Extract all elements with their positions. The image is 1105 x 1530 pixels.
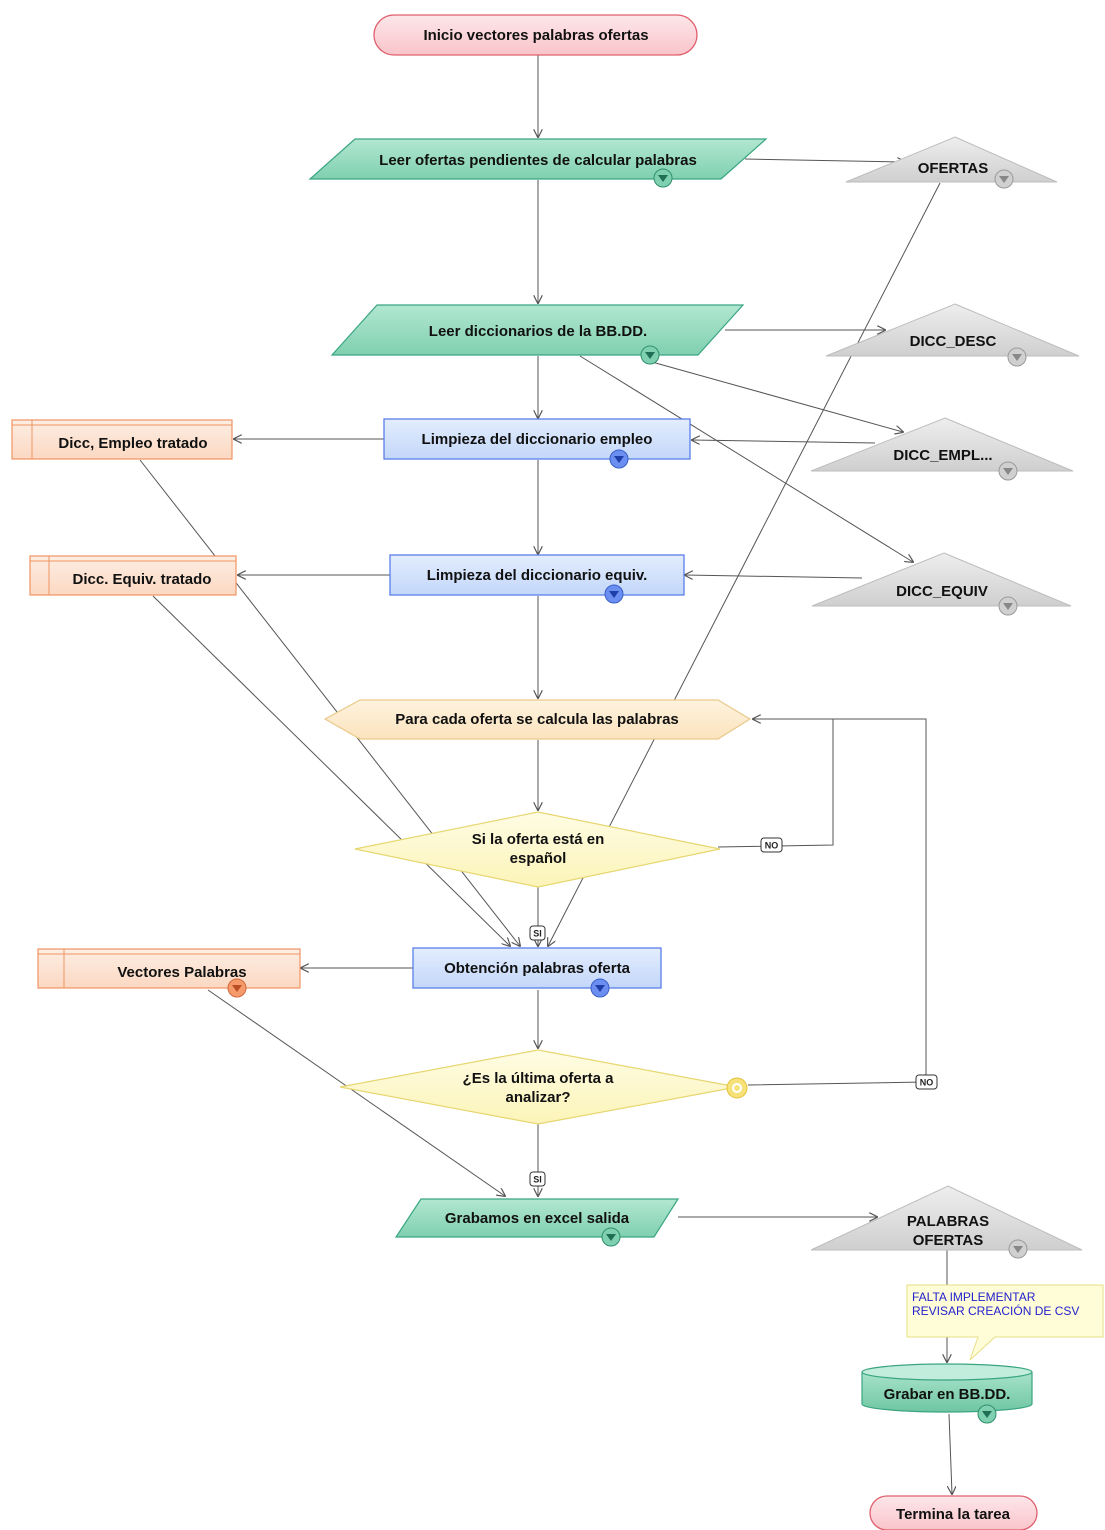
is-spanish-label-line2: español xyxy=(510,850,567,867)
expand-icon[interactable] xyxy=(604,584,624,604)
dicc-equiv-label: DICC_EQUIV xyxy=(896,583,988,600)
write-excel-output-io[interactable]: Grabamos en excel salida xyxy=(394,1198,680,1247)
is-spanish-label-line1: Si la oferta está en xyxy=(472,831,605,848)
edge-cond-ultima-no-to-loop xyxy=(747,718,927,1086)
dicc-equiv-data[interactable]: DICC_EQUIV xyxy=(811,552,1072,616)
start-terminal[interactable]: Inicio vectores palabras ofertas xyxy=(373,14,698,56)
save-to-database-label: Grabar en BB.DD. xyxy=(884,1386,1011,1403)
expand-icon[interactable] xyxy=(653,168,673,188)
for-each-offer-loop[interactable]: Para cada oferta se calcula las palabras xyxy=(323,699,752,740)
dicc-desc-label: DICC_DESC xyxy=(910,333,997,350)
pending-note: FALTA IMPLEMENTAR REVISAR CREACIÓN DE CS… xyxy=(906,1284,1104,1361)
edge-dicc-empl-to-limpieza-empleo xyxy=(692,440,876,443)
clean-employment-dict-process[interactable]: Limpieza del diccionario empleo xyxy=(383,418,691,469)
employment-dict-processed-store[interactable]: Dicc, Empleo tratado xyxy=(11,419,233,460)
read-dictionaries-io[interactable]: Leer diccionarios de la BB.DD. xyxy=(330,304,745,365)
end-terminal[interactable]: Termina la tarea xyxy=(869,1495,1038,1530)
clean-equiv-label: Limpieza del diccionario equiv. xyxy=(427,567,648,584)
branch-no-label: NO xyxy=(760,837,783,853)
is-last-offer-label-line2: analizar? xyxy=(505,1089,570,1106)
save-to-database-cylinder[interactable]: Grabar en BB.DD. xyxy=(861,1363,1033,1424)
palabras-ofertas-label-line2: OFERTAS xyxy=(913,1232,984,1249)
dicc-empl-label: DICC_EMPL... xyxy=(893,447,992,464)
palabras-ofertas-label-line1: PALABRAS xyxy=(907,1213,989,1230)
dicc-desc-data[interactable]: DICC_DESC xyxy=(825,303,1080,367)
svg-text:SI: SI xyxy=(533,929,542,939)
word-vectors-store[interactable]: Vectores Palabras xyxy=(37,948,301,998)
expand-icon[interactable] xyxy=(998,461,1018,481)
expand-icon[interactable] xyxy=(998,596,1018,616)
write-excel-label: Grabamos en excel salida xyxy=(445,1210,630,1227)
get-offer-words-label: Obtención palabras oferta xyxy=(444,960,631,977)
expand-icon[interactable] xyxy=(994,169,1014,189)
equiv-dict-processed-label: Dicc. Equiv. tratado xyxy=(73,571,212,588)
clean-employment-label: Limpieza del diccionario empleo xyxy=(422,431,653,448)
clean-equiv-dict-process[interactable]: Limpieza del diccionario equiv. xyxy=(389,554,685,604)
read-dictionaries-label: Leer diccionarios de la BB.DD. xyxy=(429,323,647,340)
expand-icon[interactable] xyxy=(1007,347,1027,367)
pending-note-line2: REVISAR CREACIÓN DE CSV xyxy=(912,1303,1079,1318)
for-each-offer-label: Para cada oferta se calcula las palabras xyxy=(395,711,679,728)
end-terminal-label: Termina la tarea xyxy=(896,1506,1011,1523)
branch-si-label: SI xyxy=(529,1171,546,1187)
read-offers-label: Leer ofertas pendientes de calcular pala… xyxy=(379,152,697,169)
pending-note-line1: FALTA IMPLEMENTAR xyxy=(912,1290,1036,1304)
edge-grabar-bbdd-to-termina xyxy=(949,1413,952,1494)
start-terminal-label: Inicio vectores palabras ofertas xyxy=(423,27,648,44)
expand-icon[interactable] xyxy=(590,978,610,998)
dicc-empl-data[interactable]: DICC_EMPL... xyxy=(810,417,1074,481)
expand-icon[interactable] xyxy=(601,1227,621,1247)
edges xyxy=(139,55,952,1494)
get-offer-words-process[interactable]: Obtención palabras oferta xyxy=(412,947,662,998)
equiv-dict-processed-store[interactable]: Dicc. Equiv. tratado xyxy=(29,555,237,596)
expand-icon[interactable] xyxy=(977,1404,997,1424)
edge-leer-ofertas-to-ofertas xyxy=(744,159,905,162)
employment-dict-processed-label: Dicc, Empleo tratado xyxy=(58,435,207,452)
is-last-offer-label-line1: ¿Es la última oferta a xyxy=(463,1070,615,1087)
edge-leer-dicc-to-dicc-equiv xyxy=(579,355,913,562)
palabras-ofertas-data[interactable]: PALABRAS OFERTAS xyxy=(810,1185,1083,1259)
svg-text:SI: SI xyxy=(533,1175,542,1185)
read-offers-io[interactable]: Leer ofertas pendientes de calcular pala… xyxy=(308,138,768,188)
expand-icon[interactable] xyxy=(1008,1239,1028,1259)
edge-leer-dicc-to-dicc-empl xyxy=(651,361,903,432)
edge-vectores-to-grabamos xyxy=(207,989,505,1196)
loop-icon[interactable] xyxy=(726,1077,748,1099)
expand-icon[interactable] xyxy=(640,345,660,365)
ofertas-label: OFERTAS xyxy=(918,160,989,177)
word-vectors-label: Vectores Palabras xyxy=(117,964,246,981)
expand-icon[interactable] xyxy=(227,978,247,998)
edge-cond-espanol-no-to-loop xyxy=(717,719,834,848)
branch-si-label: SI xyxy=(529,925,546,941)
is-last-offer-decision[interactable]: ¿Es la última oferta a analizar? xyxy=(339,1049,748,1125)
svg-text:NO: NO xyxy=(920,1078,934,1088)
edge-ofertas-to-obtencion xyxy=(548,182,941,946)
branch-no-label: NO xyxy=(915,1074,938,1090)
expand-icon[interactable] xyxy=(609,449,629,469)
ofertas-data[interactable]: OFERTAS xyxy=(845,136,1058,189)
svg-text:NO: NO xyxy=(765,841,779,851)
edge-equiv-tratado-to-obtencion xyxy=(152,595,510,946)
edge-dicc-equiv-to-limpieza-equiv xyxy=(685,575,863,578)
is-spanish-decision[interactable]: Si la oferta está en español xyxy=(354,811,721,888)
